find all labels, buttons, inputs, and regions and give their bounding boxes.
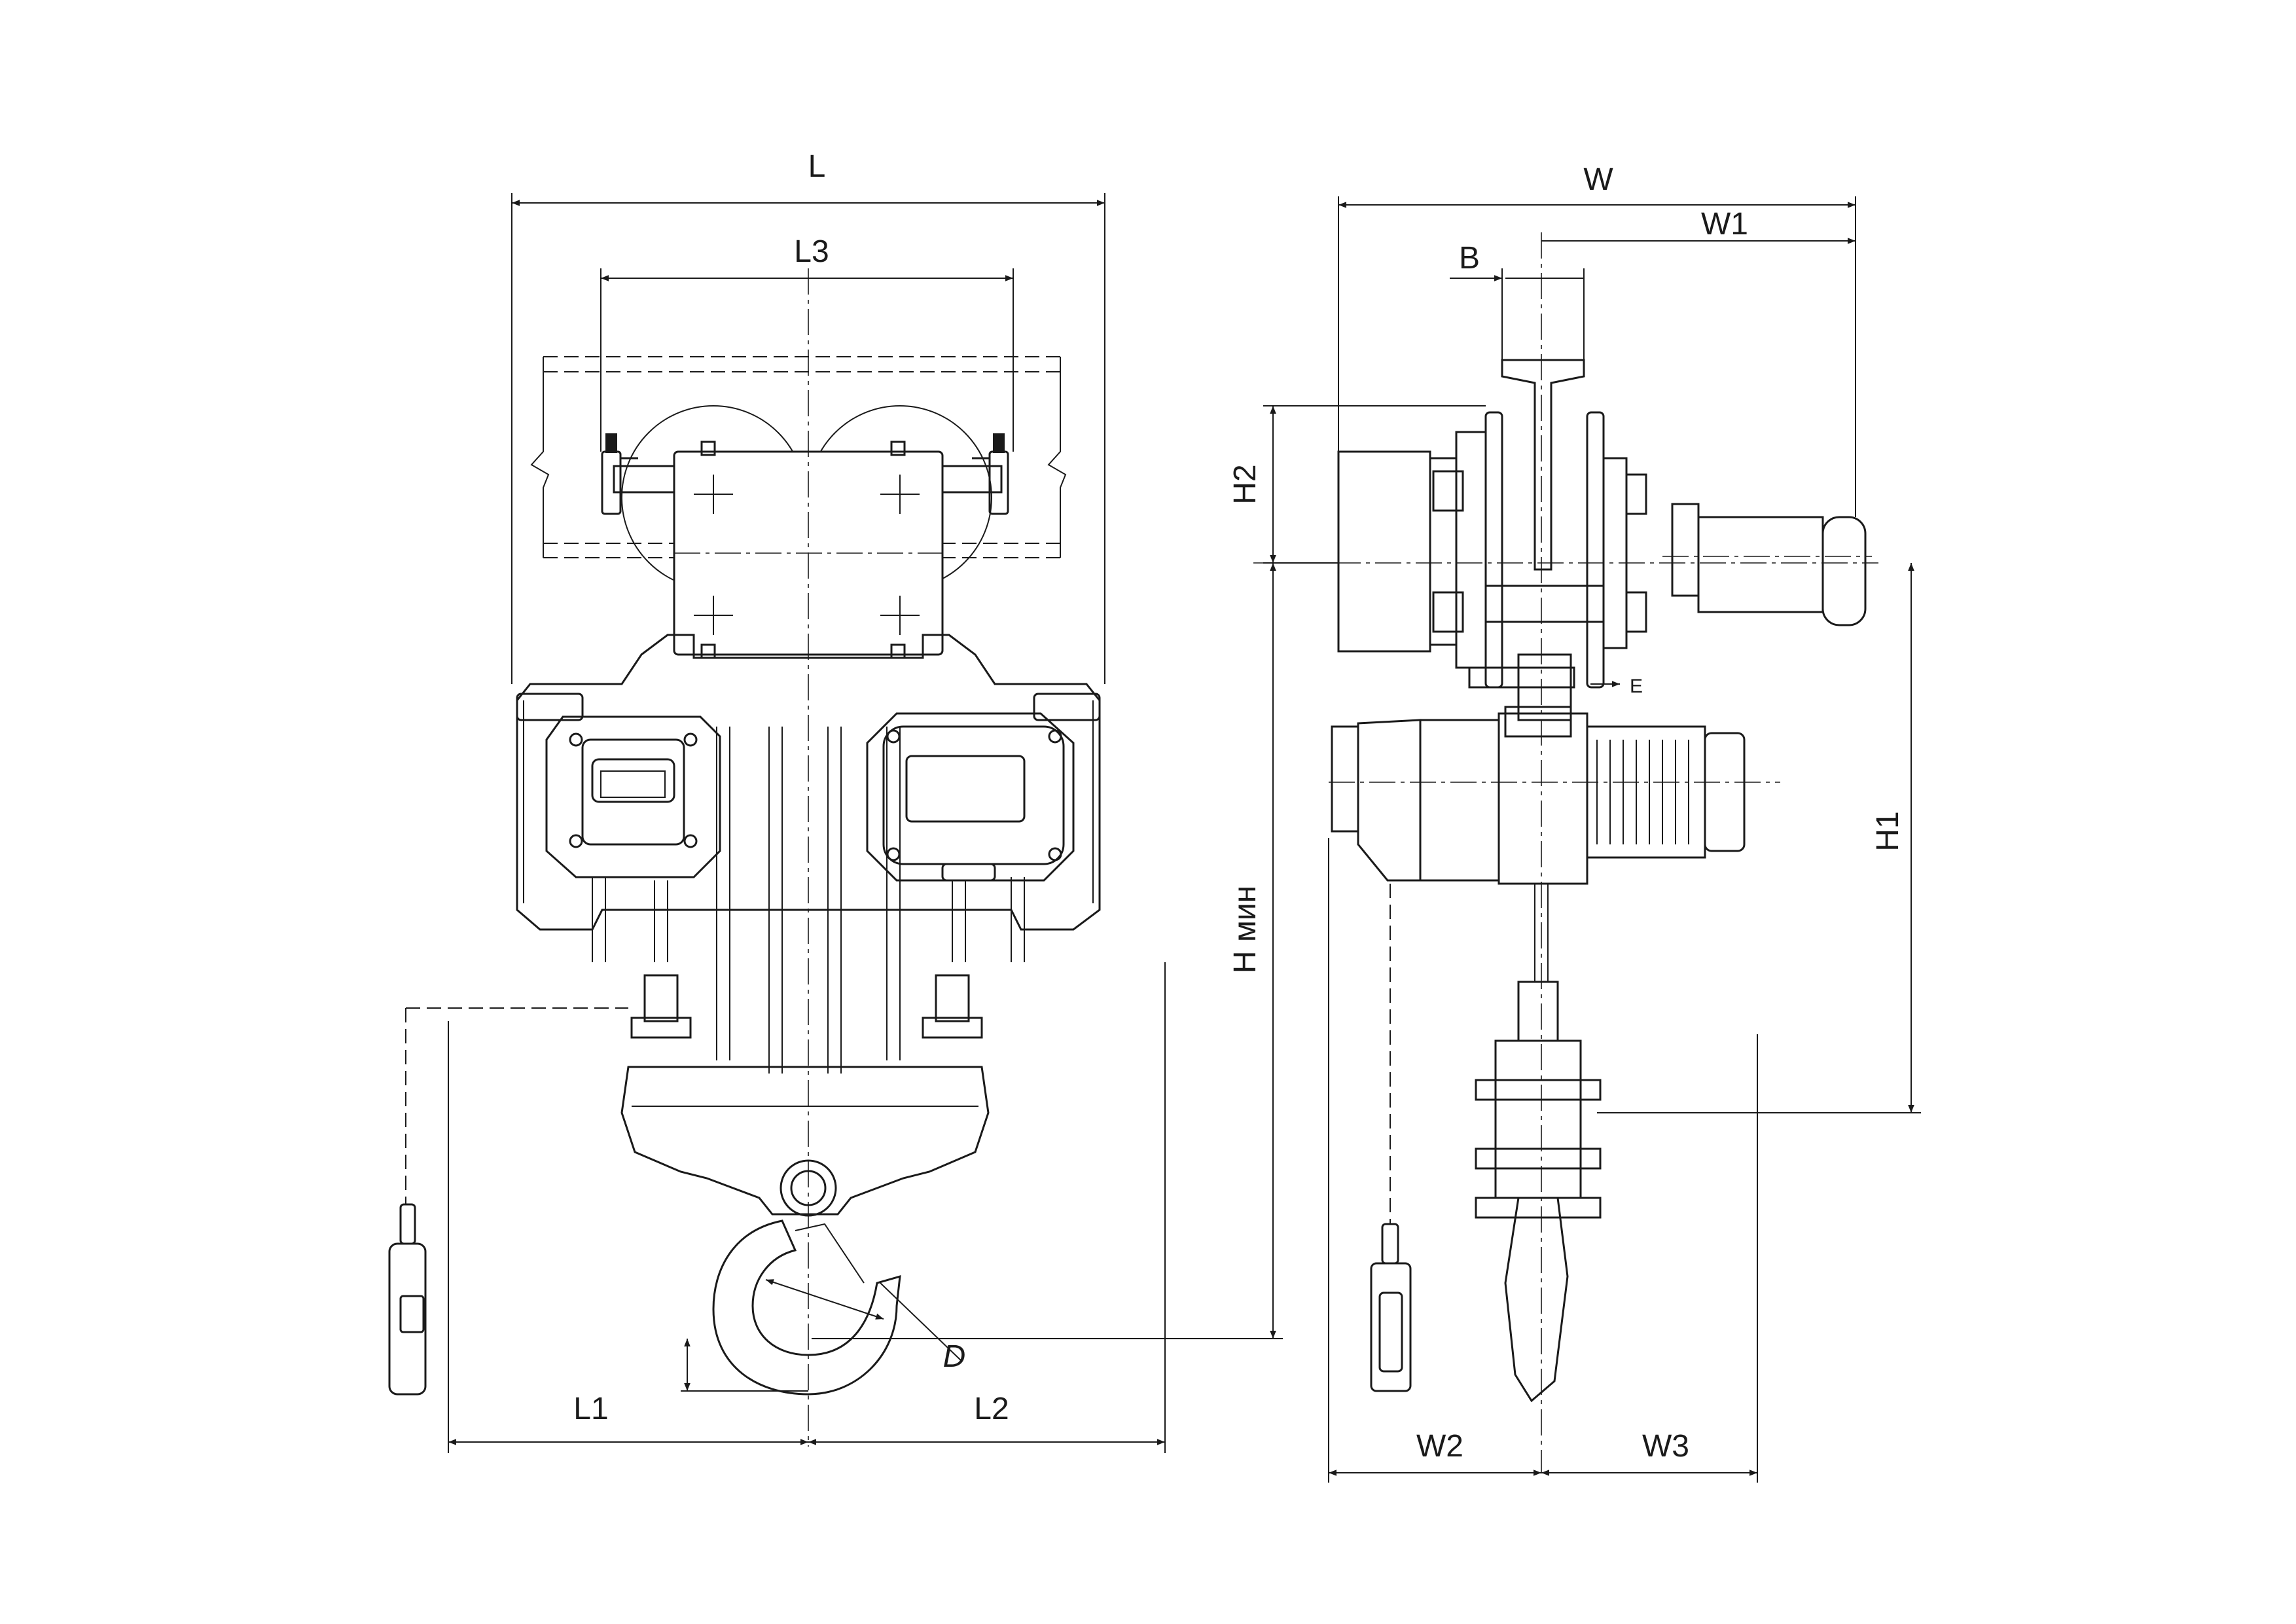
label-E: E (1630, 676, 1643, 697)
label-H1: H1 (1871, 811, 1905, 851)
label-W2: W2 (1416, 1429, 1463, 1464)
right-gearbox (866, 712, 1075, 882)
label-H2: H2 (1228, 464, 1263, 504)
bottom-block (620, 974, 990, 1217)
label-L2: L2 (974, 1392, 1009, 1426)
label-L1: L1 (573, 1392, 608, 1426)
travel-motor-left (1337, 431, 1487, 669)
load-chains (592, 727, 1025, 1074)
left-gearbox (545, 715, 721, 878)
label-W1: W1 (1701, 207, 1748, 242)
label-W: W (1583, 162, 1613, 197)
pendant-control-left (388, 1007, 628, 1396)
label-D: D (943, 1339, 966, 1374)
side-view (1329, 359, 1872, 1403)
pendant-control-right (1370, 884, 1412, 1392)
hoist-body (516, 634, 1101, 931)
hook (712, 1219, 901, 1396)
dimensions (448, 193, 1921, 1483)
center-lines (808, 232, 1878, 1473)
travel-motor-right (1662, 503, 1872, 626)
dimension-labels: L L3 L1 L2 D W W1 B H2 H мин H1 E W2 W3 (573, 149, 1905, 1464)
label-H-min: H мин (1228, 886, 1263, 973)
label-L3: L3 (794, 234, 829, 269)
side-hook-block (1475, 884, 1602, 1403)
trolley-buffers (601, 433, 1009, 515)
side-rail (1501, 359, 1585, 571)
front-view (388, 356, 1101, 1396)
side-suspension (1468, 653, 1575, 738)
side-wheels (1484, 411, 1647, 689)
label-W3: W3 (1642, 1429, 1689, 1464)
label-B: B (1459, 241, 1480, 276)
hoist-motor (1329, 712, 1780, 885)
label-L: L (808, 149, 826, 184)
